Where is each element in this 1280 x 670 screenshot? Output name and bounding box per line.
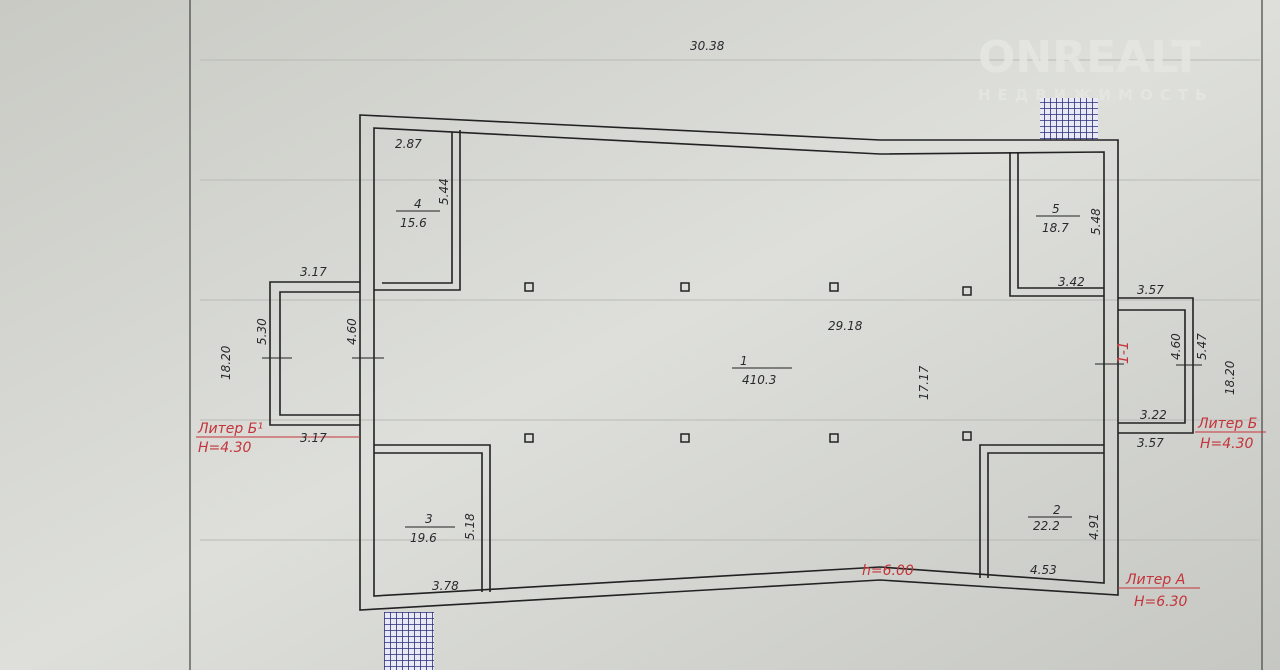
left-annex-bottom: 3.17 (300, 431, 327, 445)
room-4-area: 15.6 (400, 216, 427, 230)
room-5-depth: 5.48 (1089, 208, 1103, 235)
room-3-width: 3.78 (432, 579, 459, 593)
room-4-width: 2.87 (395, 137, 422, 151)
room-5-inner-wall (1017, 152, 1104, 289)
overall-width-label: 30.38 (690, 39, 725, 53)
liter-b1-label: Литер Б¹ (197, 421, 263, 437)
right-annex-overall: 18.20 (1223, 360, 1237, 395)
liter-a-height: Н=6.30 (1134, 594, 1188, 610)
left-annex-top: 3.17 (300, 265, 327, 279)
stair-block-top (1040, 98, 1098, 140)
room-4-depth: 5.44 (437, 178, 451, 205)
room-2-inner-wall (987, 452, 1104, 578)
room-2-area: 22.2 (1033, 519, 1060, 533)
room-3-area: 19.6 (410, 531, 437, 545)
watermark-brand: ONREALT (978, 32, 1201, 83)
room-4-walls (374, 130, 461, 291)
right-annex-inner: 4.60 (1169, 333, 1183, 360)
room-4-inner-wall (382, 132, 453, 284)
room-3-walls (374, 444, 491, 592)
right-annex-top: 3.57 (1137, 283, 1164, 297)
watermark-subtitle: НЕДВИЖИМОСТЬ (978, 86, 1213, 104)
liter-b1-height: Н=4.30 (198, 440, 252, 456)
right-annex-outer: 5.47 (1195, 333, 1209, 360)
right-annex-inner-bottom: 3.22 (1140, 408, 1167, 422)
left-annex-outer: 5.30 (255, 318, 269, 345)
paper-grid (189, 0, 1263, 670)
room-5-width: 3.42 (1058, 275, 1085, 289)
room-1-area: 410.3 (742, 373, 776, 387)
room-3-inner-wall (374, 452, 483, 592)
main-building (359, 114, 1119, 611)
liter-b-label: Литер Б (1197, 416, 1257, 432)
room-4-number: 4 (414, 197, 422, 211)
room-5-area: 18.7 (1042, 221, 1069, 235)
room-5-number: 5 (1052, 202, 1060, 216)
room-2-width: 4.53 (1030, 563, 1057, 577)
room-5-walls (1009, 152, 1104, 297)
room-1-number: 1 (740, 354, 748, 368)
room-2-walls (979, 444, 1104, 578)
liter-b-height: Н=4.30 (1200, 436, 1254, 452)
room-1-width: 29.18 (828, 319, 863, 333)
columns (524, 282, 972, 443)
stair-block-bottom (384, 612, 434, 670)
room-2-depth: 4.91 (1087, 513, 1101, 540)
room-3-depth: 5.18 (463, 513, 477, 540)
left-annex (262, 281, 384, 426)
section-marker: 1-1 (1116, 341, 1132, 364)
room-3-number: 3 (425, 512, 433, 526)
right-annex-bottom: 3.57 (1137, 436, 1164, 450)
right-annex (1095, 297, 1202, 434)
inner-height-label: h=6.00 (862, 563, 914, 579)
left-annex-inner: 4.60 (345, 318, 359, 345)
room-2-number: 2 (1053, 503, 1061, 517)
liter-a-label: Литер А (1125, 572, 1185, 588)
left-annex-overall: 18.20 (219, 345, 233, 380)
room-1-depth: 17.17 (917, 365, 931, 400)
